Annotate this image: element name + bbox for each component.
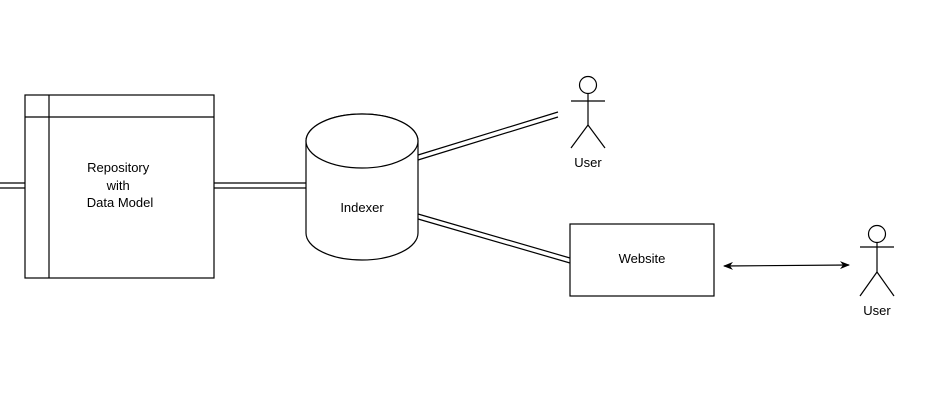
repository-node[interactable]: Repository with Data Model <box>24 94 215 279</box>
user-right-label: User <box>863 303 891 318</box>
user-top-label: User <box>574 155 602 170</box>
website-label: Website <box>619 251 666 266</box>
repository-label-line-1: Repository <box>87 160 150 175</box>
edge-indexer-to-website <box>417 213 571 264</box>
user-right-node[interactable]: User <box>859 224 895 319</box>
repository-label-line-2: with <box>106 178 130 193</box>
indexer-label: Indexer <box>340 200 384 215</box>
actor-icon <box>570 75 606 149</box>
indexer-node[interactable]: Indexer <box>305 113 419 261</box>
edge-repository-to-indexer <box>214 182 306 189</box>
website-node[interactable]: Website <box>569 223 715 297</box>
edge-website-to-user <box>723 261 850 270</box>
repository-label: Repository with Data Model <box>87 160 154 210</box>
edge-input-to-repository <box>0 182 25 189</box>
user-top-node[interactable]: User <box>570 75 606 171</box>
repository-label-line-3: Data Model <box>87 195 154 210</box>
edge-indexer-to-user <box>417 111 559 161</box>
actor-icon <box>859 224 895 297</box>
